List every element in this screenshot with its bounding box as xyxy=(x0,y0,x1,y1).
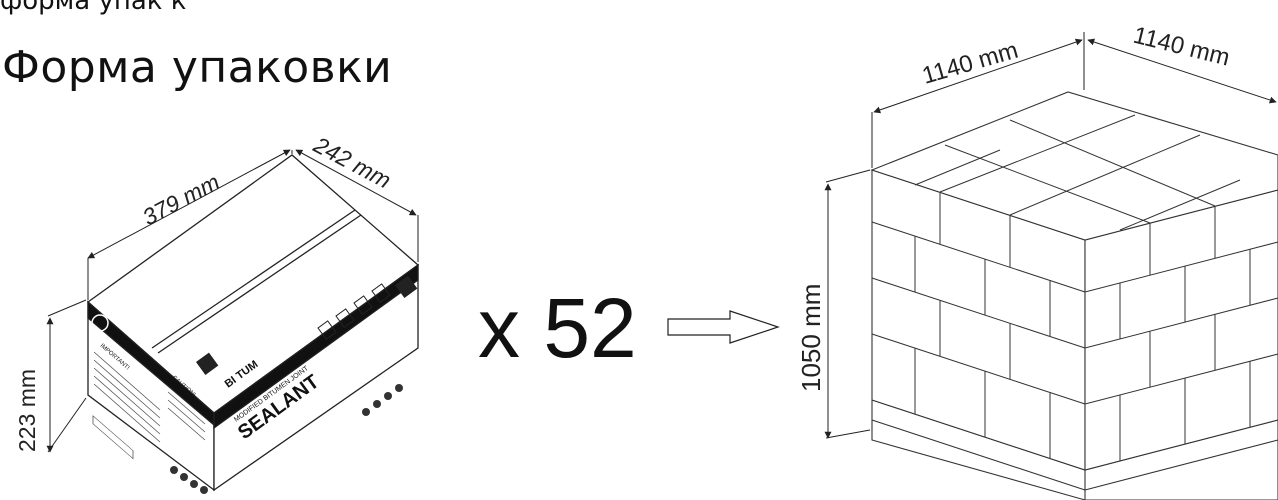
pallet-length-dimension xyxy=(873,38,1083,114)
carton-tape-line xyxy=(151,209,356,349)
footer-icons xyxy=(170,466,208,494)
pallet-length-label: 1140 mm xyxy=(919,37,1021,90)
certification-icons xyxy=(362,384,403,416)
logo-mark-icon xyxy=(91,314,109,332)
qr-code-icon-2 xyxy=(394,275,418,298)
pallet-width-dimension xyxy=(1087,38,1277,104)
carton-height-label: 223 mm xyxy=(14,369,40,452)
pallet-box-grid xyxy=(871,114,1278,461)
clipped-top-text: форма упак к xyxy=(0,0,187,16)
pallet-width-label: 1140 mm xyxy=(1131,22,1233,72)
page-title: Форма упаковки xyxy=(2,42,393,93)
hollow-arrow-icon xyxy=(667,310,780,344)
carton-length-dimension xyxy=(87,149,291,259)
pallet-height-label: 1050 mm xyxy=(796,284,826,392)
quantity-multiplier: x 52 xyxy=(478,281,637,375)
qr-code-icon xyxy=(196,352,219,375)
carton-width-dimension xyxy=(295,149,417,216)
handling-symbols-icon xyxy=(317,283,391,341)
